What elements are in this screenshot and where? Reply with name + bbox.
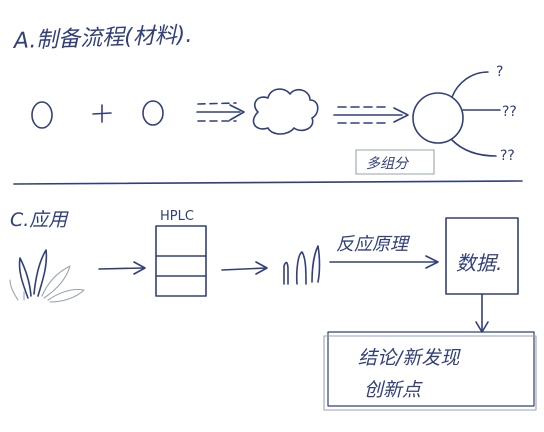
plant-icon [9,249,85,303]
reactant-circle-1 [31,101,53,129]
conclusion-box [323,331,537,411]
section-divider [13,180,523,185]
reactant-circle-2 [142,100,164,126]
arrow-to-conclusion [475,293,489,333]
arrow-to-data [329,255,439,269]
dashed-arrow-1 [196,102,245,122]
section-c-title: C.应用 [10,209,69,231]
conclusion-line-1: 结论/新发现 [358,347,461,369]
output-label-3: ?? [500,148,515,164]
section-a: A.制备流程(材料). [11,23,517,175]
product-circle [412,92,464,144]
conclusion-line-2: 创新点 [364,379,423,401]
output-label-2: ?? [502,104,517,120]
hplc-instrument: HPLC [155,209,207,297]
output-label-1: ? [496,64,503,80]
chromatogram-peaks [283,245,321,285]
section-c: C.应用 HPLC [9,209,537,411]
product-label-box [355,149,435,175]
cloud-intermediate [252,88,319,135]
section-a-title: A.制备流程(材料). [11,23,192,54]
arrow-to-hplc [98,261,146,275]
plus-sign [92,104,112,123]
product-label: 多组分 [366,156,410,172]
data-label: 数据. [456,251,502,275]
dashed-arrow-2 [333,106,409,124]
arrow-to-chromatogram [221,261,268,275]
hplc-label: HPLC [160,209,194,224]
mechanism-label: 反应原理 [336,234,411,255]
output-branches [451,71,501,157]
